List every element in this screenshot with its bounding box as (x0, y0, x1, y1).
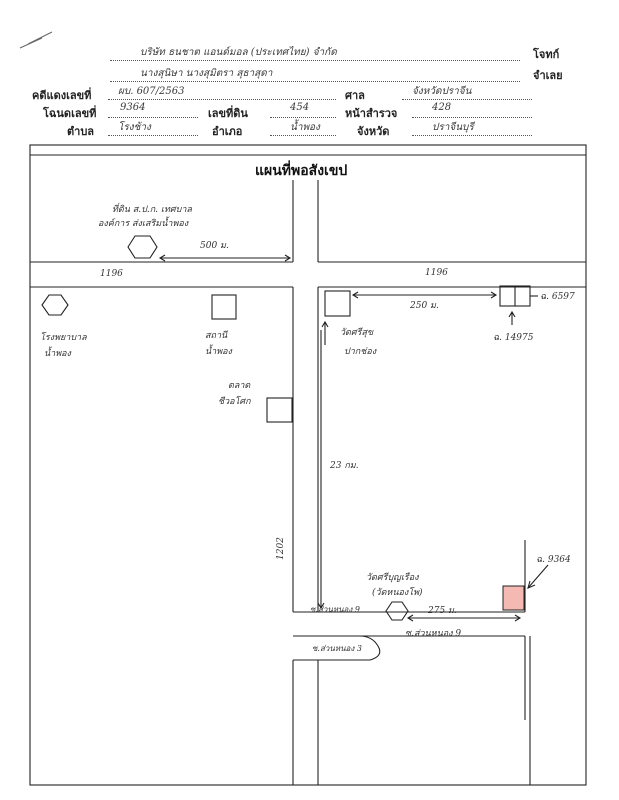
deed-value: 9364 (120, 102, 146, 113)
province-line (412, 135, 532, 136)
target-parcel (502, 585, 525, 611)
map-frame (29, 144, 587, 786)
case-line (108, 99, 336, 100)
label-market-2: ชีวอโศก (218, 397, 251, 407)
survey-label: หน้าสำรวจ (345, 107, 398, 120)
province-value: ปราจีนบุรี (432, 122, 474, 133)
district-line (270, 135, 336, 136)
court-line (402, 99, 532, 100)
label-soi-1: ซ.ส่วนหนอง 9 (310, 605, 360, 614)
police-square-icon (211, 294, 237, 320)
label-police-2: น้ำพอง (205, 347, 232, 357)
label-target-place: วัดศรีบุญเรือง (366, 573, 419, 583)
landno-value: 454 (290, 102, 310, 113)
label-ref-deed: ฉ. 6597 (540, 292, 575, 302)
label-soi-2: ซ.ส่วนหนอง 3 (312, 644, 362, 653)
case-value: ผบ. 607/2563 (118, 86, 185, 97)
district-value: น้ำพอง (290, 122, 320, 133)
label-dist-250: 250 ม. (410, 301, 439, 311)
label-police: สถานี (205, 331, 228, 341)
label-dist-275: 275 ม. (428, 606, 457, 616)
survey-line (412, 117, 532, 118)
court-label: ศาล (345, 89, 365, 102)
subdistrict-label: ตำบล (67, 125, 95, 138)
label-temple: วัดศรีสุข (340, 328, 374, 338)
defendant-line (110, 81, 520, 82)
pen-mark (19, 31, 53, 49)
province-label: จังหวัด (357, 125, 390, 138)
market-square-icon (266, 397, 293, 423)
subdistrict-line (108, 135, 198, 136)
temple-square-icon (324, 290, 351, 317)
hexagon-top-icon (127, 235, 158, 259)
defendant-value: นางสุนิษา นางสุมิตรา สุธาสุดา (140, 68, 273, 79)
plaintiff-value: บริษัท ธนชาต แอนด์มอล (ประเทศไทย) จำกัด (140, 47, 337, 58)
target-arrow (527, 564, 549, 589)
landno-label: เลขที่ดิน (208, 107, 248, 120)
label-dist-23km: 23 กม. (330, 461, 359, 471)
map-title: แผนที่พอสังเขป (255, 163, 348, 179)
hexagon-hospital-icon (41, 294, 69, 316)
deed-line (108, 117, 198, 118)
defendant-label: จำเลย (533, 69, 563, 82)
deed-label: โฉนดเลขที่ (43, 107, 97, 120)
court-value: จังหวัดปราจีน (412, 86, 472, 97)
label-road-1196-right: 1196 (425, 268, 448, 278)
landno-line (270, 117, 336, 118)
label-top-place: ที่ดิน ส.ป.ก. เทศบาล (112, 205, 192, 215)
survey-value: 428 (432, 102, 452, 113)
district-label: อำเภอ (212, 125, 243, 138)
plaintiff-line (110, 60, 520, 61)
label-dist-500: 500 ม. (200, 241, 229, 251)
label-soi-3: ซ.ส่วนหนอง 9 (405, 629, 462, 639)
label-target-deed: ฉ. 9364 (536, 555, 571, 565)
case-label: คดีแดงเลขที่ (32, 89, 92, 102)
label-target-place-2: (วัดหนองโพ) (372, 588, 423, 598)
label-hospital: โรงพยาบาล (40, 333, 87, 343)
hexagon-target-icon (385, 601, 409, 621)
plaintiff-label: โจทก์ (533, 48, 560, 61)
label-market: ตลาด (228, 381, 251, 391)
soi-curve (318, 635, 381, 661)
label-road-1196-left: 1196 (100, 269, 123, 279)
label-ref-deed-2: ฉ. 14975 (493, 333, 534, 343)
label-top-place-2: องค์การ ส่งเสริมน้ำพอง (98, 219, 189, 229)
label-road-vertical: 1202 (276, 537, 286, 560)
label-temple-2: ปากช่อง (344, 347, 377, 357)
label-hospital-2: น้ำพอง (44, 349, 71, 359)
subdistrict-value: โรงช้าง (118, 122, 151, 133)
